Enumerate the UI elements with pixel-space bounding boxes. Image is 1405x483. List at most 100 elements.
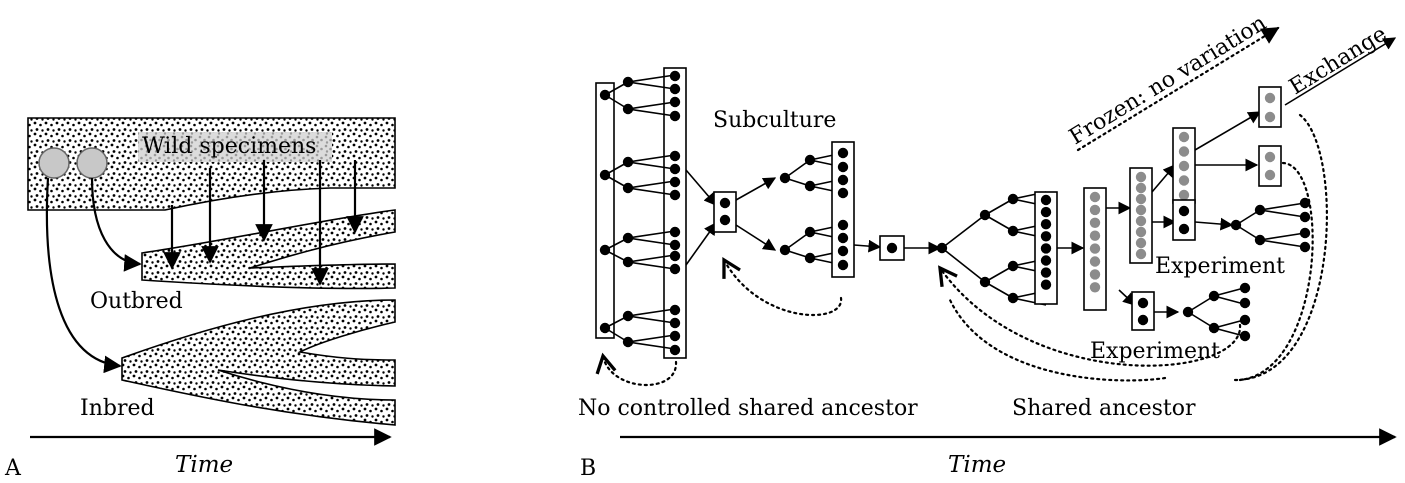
- generation-box: [1258, 145, 1282, 187]
- no-ancestor-label: No controlled shared ancestor: [578, 396, 918, 421]
- wild-specimens-label: Wild specimens: [142, 134, 316, 159]
- specimen-dot: [1135, 182, 1147, 194]
- specimen-dot: [1264, 92, 1276, 104]
- lineage-arrow: [735, 224, 777, 251]
- lineage-edge: [941, 247, 986, 283]
- specimen-dot: [669, 83, 681, 95]
- specimen-dot: [1089, 269, 1101, 280]
- specimen-dot: [837, 161, 849, 173]
- lineage-edge: [1213, 287, 1245, 297]
- panel-b: [595, 26, 1397, 386]
- specimen-dot: [837, 187, 849, 199]
- specimen-dot: [1299, 227, 1311, 239]
- lineage-edge: [627, 308, 676, 317]
- subculture-loop-2: [722, 257, 843, 316]
- lineage-arrow: [735, 177, 777, 201]
- specimen-dot: [669, 304, 681, 316]
- lineage-edge: [627, 101, 676, 110]
- time-label-a: Time: [175, 452, 233, 478]
- specimen-dot: [1299, 197, 1311, 209]
- specimen-dot: [669, 317, 681, 329]
- specimen-dot: [1239, 282, 1251, 294]
- generation-box: [1131, 291, 1155, 331]
- founding-arrow-outbred: [90, 177, 142, 272]
- specimen-dot: [669, 110, 681, 122]
- lineage-edge: [1259, 202, 1306, 211]
- specimen-dot: [669, 226, 681, 238]
- specimen-dot: [1178, 205, 1190, 217]
- specimen-dot: [1040, 267, 1052, 278]
- lineage-arrow: [1194, 111, 1262, 151]
- generation-box: [595, 82, 615, 339]
- lineage-edge: [941, 214, 986, 249]
- lineage-arrow: [1194, 217, 1234, 231]
- specimen-dot: [669, 70, 681, 82]
- return-loop-frozen: [948, 298, 1167, 382]
- lineage-edge: [627, 180, 676, 189]
- specimen-dot: [837, 232, 849, 244]
- specimen-dot: [1239, 314, 1251, 326]
- time-label-b: Time: [948, 452, 1006, 478]
- specimen-dot: [1089, 230, 1101, 241]
- lineage-edge: [627, 254, 676, 263]
- lineage-edge: [627, 230, 676, 239]
- generation-box: [1129, 167, 1153, 264]
- specimen-dot: [669, 176, 681, 188]
- lineage-edge: [1259, 209, 1306, 218]
- specimen-dot: [719, 214, 731, 226]
- specimen-dot: [1135, 237, 1147, 249]
- specimen-dot: [1135, 204, 1147, 216]
- specimen-dot: [1040, 219, 1052, 230]
- lineage-arrow: [685, 169, 717, 206]
- experiment-label-2: Experiment: [1090, 339, 1220, 364]
- specimen-dot: [1040, 194, 1052, 206]
- specimen-dot: [1040, 255, 1052, 266]
- specimen-dot: [669, 250, 681, 262]
- specimen-dot: [1089, 217, 1101, 228]
- specimen-dot: [669, 163, 681, 175]
- lineage-edge: [627, 261, 676, 270]
- specimen-dot: [837, 245, 849, 257]
- specimen-dot: [1299, 211, 1311, 223]
- lineage-edge: [1213, 319, 1245, 329]
- lineage-edge: [1259, 239, 1306, 248]
- frozen-arrow: [1076, 26, 1280, 152]
- lineage-edge: [984, 214, 1014, 232]
- inbred-population: [121, 299, 396, 426]
- specimen-dot: [1178, 160, 1190, 172]
- generation-box: [663, 67, 687, 359]
- outbred-population: [141, 209, 396, 290]
- specimen-dot: [886, 242, 898, 254]
- specimen-dot: [837, 147, 849, 159]
- lineage-edge: [1213, 327, 1245, 337]
- specimen-dot: [669, 189, 681, 201]
- lineage-arrow: [685, 221, 717, 266]
- lineage-arrow: [853, 239, 882, 253]
- outbred-label: Outbred: [90, 289, 183, 314]
- specimen-dot: [1135, 226, 1147, 238]
- specimen-dot: [1264, 169, 1276, 181]
- specimen-dot: [1264, 151, 1276, 163]
- specimen-dot: [719, 197, 731, 209]
- return-loop-exchange-2: [1238, 161, 1314, 382]
- specimen-dot: [1135, 193, 1147, 205]
- specimen-dot: [1264, 111, 1276, 123]
- specimen-dot: [1089, 191, 1101, 203]
- lineage-edge: [984, 281, 1014, 299]
- specimen-dot: [1178, 223, 1190, 235]
- specimen-dot: [1089, 204, 1101, 216]
- specimen-dot: [837, 219, 849, 231]
- specimen-dot: [669, 330, 681, 342]
- founding-arrow-inbred: [45, 177, 122, 374]
- specimen-dot: [1137, 297, 1149, 309]
- specimen-dot: [1040, 243, 1052, 254]
- specimen-dot: [1178, 189, 1190, 201]
- specimen-dot: [1239, 297, 1251, 309]
- specimen-dot: [599, 322, 611, 334]
- generation-box: [1258, 86, 1282, 128]
- lineage-edge: [984, 198, 1014, 216]
- subculture-label: Subculture: [713, 108, 836, 133]
- specimen-dot: [1040, 231, 1052, 242]
- specimen-dot: [1040, 206, 1052, 218]
